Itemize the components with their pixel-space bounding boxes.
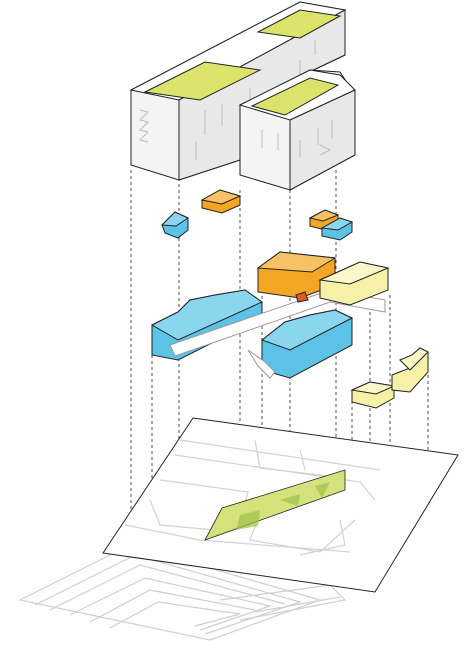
orange-yellow-upper <box>258 252 388 305</box>
small-volumes <box>162 190 352 240</box>
ground-plane <box>103 418 458 592</box>
